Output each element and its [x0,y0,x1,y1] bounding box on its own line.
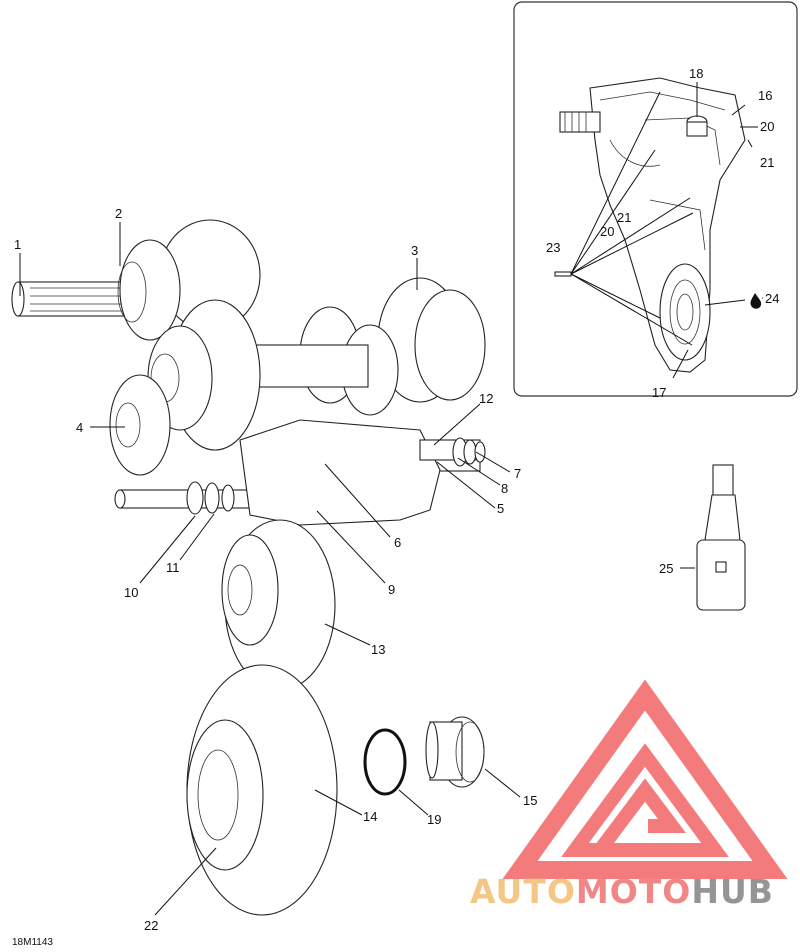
inset-leader-fan [570,91,694,346]
watermark-auto: AUTO [470,872,576,911]
inset-callout-16: 16 [758,88,772,103]
callout-6: 6 [394,535,401,550]
callout-22: 22 [144,918,158,933]
watermark-moto: MOTO [576,872,691,911]
inset-callout-24: 24 [765,291,779,306]
callout-14: 14 [363,809,377,824]
callout-19: 19 [427,812,441,827]
inset-callout-20b: 20 [600,224,614,239]
inset-callout-20a: 20 [760,119,774,134]
callout-12: 12 [479,391,493,406]
inset-callout-23: 23 [546,240,560,255]
watermark-logo: AUTOMOTOHUB [470,679,788,911]
svg-text:AUTOMOTOHUB: AUTOMOTOHUB [470,872,774,911]
inset-callout-18: 18 [689,66,703,81]
callout-25: 25 [659,561,673,576]
inset-callout-21b: 21 [617,210,631,225]
watermark-hub: HUB [691,872,774,911]
callout-10: 10 [124,585,138,600]
inset-callout-21a: 21 [760,155,774,170]
inset-callout-labels: 16 17 18 20 20 21 21 23 24 [546,66,779,400]
reference-code: 18M1143 [12,937,53,948]
leader-lines [19,82,763,916]
callout-13: 13 [371,642,385,657]
callout-9: 9 [388,582,395,597]
callout-4: 4 [76,420,83,435]
callout-3: 3 [411,243,418,258]
inset-housing-illustration [554,77,746,373]
callout-2: 2 [115,206,122,221]
callout-5: 5 [497,501,504,516]
callout-8: 8 [501,481,508,496]
callout-1: 1 [14,237,21,252]
callout-labels: 1 2 3 4 5 6 7 8 9 10 11 12 13 14 15 19 2… [14,206,673,933]
oil-drop-icon [750,293,762,309]
inset-callout-17: 17 [652,385,666,400]
callout-15: 15 [523,793,537,808]
main-assembly-illustration [11,219,746,916]
callout-7: 7 [514,466,521,481]
callout-11: 11 [166,560,180,575]
